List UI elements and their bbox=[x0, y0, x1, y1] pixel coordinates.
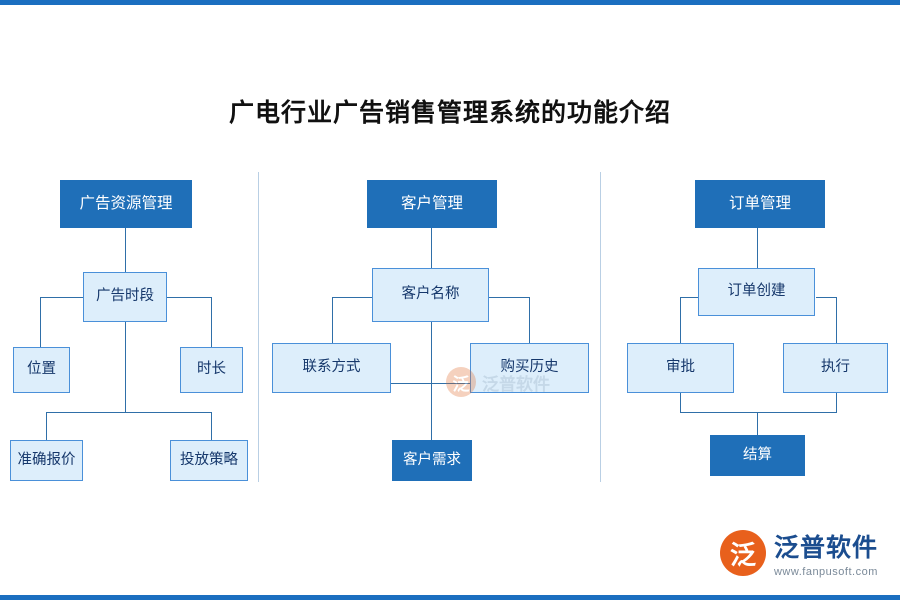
node-ad-accurate-quote[interactable]: 准确报价 bbox=[10, 440, 83, 481]
connector-c2-right-down bbox=[529, 297, 530, 343]
node-ad-duration[interactable]: 时长 bbox=[180, 347, 243, 393]
brand-logo-icon: 泛 bbox=[719, 530, 766, 576]
node-ad-timeslot[interactable]: 广告时段 bbox=[83, 272, 167, 322]
connector-c2-name-right bbox=[489, 297, 529, 298]
connector-c1-bottom-bar bbox=[46, 412, 211, 413]
bottom-border bbox=[0, 595, 900, 600]
node-order-settlement[interactable]: 结算 bbox=[710, 435, 805, 476]
connector-c1-right-down bbox=[211, 297, 212, 347]
node-customer-purchase-history[interactable]: 购买历史 bbox=[470, 343, 589, 393]
connector-c1-timeslot-left bbox=[40, 297, 83, 298]
node-ad-delivery-strategy[interactable]: 投放策略 bbox=[170, 440, 248, 481]
node-customer-name[interactable]: 客户名称 bbox=[372, 268, 489, 322]
connector-c2-mid-bar bbox=[391, 383, 473, 384]
page-title: 广电行业广告销售管理系统的功能介绍 bbox=[228, 99, 671, 127]
column-divider-2 bbox=[600, 172, 601, 482]
connector-c3-left-down bbox=[680, 297, 681, 343]
connector-c1-left-down bbox=[40, 297, 41, 347]
connector-c2-left-down bbox=[332, 297, 333, 343]
brand-logo-text-group: 泛普软件 www.fanpusoft.com bbox=[774, 528, 878, 578]
node-customer-contact[interactable]: 联系方式 bbox=[272, 343, 391, 393]
column-divider-1 bbox=[258, 172, 259, 482]
node-customer-demand[interactable]: 客户需求 bbox=[392, 440, 472, 481]
node-order-approval[interactable]: 审批 bbox=[627, 343, 734, 393]
node-order-execute[interactable]: 执行 bbox=[783, 343, 888, 393]
connector-c1-strategy-down bbox=[211, 412, 212, 440]
connector-c3-bottom-bar bbox=[680, 412, 837, 413]
connector-c3-settle-down bbox=[757, 412, 758, 435]
column-header-customer[interactable]: 客户管理 bbox=[367, 180, 497, 228]
center-watermark: 泛 泛普软件 bbox=[446, 362, 586, 402]
connector-c1-timeslot-right bbox=[167, 297, 212, 298]
node-order-create[interactable]: 订单创建 bbox=[698, 268, 815, 316]
connector-c2-name-left bbox=[332, 297, 372, 298]
connector-c3-left-bottom-down bbox=[680, 393, 681, 412]
connector-c2-header-to-name bbox=[431, 228, 432, 272]
brand-logo: 泛 泛普软件 www.fanpusoft.com bbox=[719, 528, 878, 578]
connector-c2-center-down bbox=[431, 322, 432, 440]
connector-c3-create-left bbox=[680, 297, 698, 298]
column-header-ad-resource[interactable]: 广告资源管理 bbox=[60, 180, 192, 228]
connector-c1-header-to-timeslot bbox=[125, 228, 126, 272]
connector-c3-right-bottom-down bbox=[836, 393, 837, 412]
brand-name: 泛普软件 bbox=[773, 534, 878, 562]
top-border bbox=[0, 0, 900, 5]
watermark-logo-icon: 泛 bbox=[446, 367, 476, 397]
connector-c1-quote-down bbox=[46, 412, 47, 440]
connector-c1-center-down bbox=[125, 322, 126, 412]
connector-c3-right-down bbox=[836, 297, 837, 343]
connector-c3-create-right bbox=[816, 297, 836, 298]
node-ad-position[interactable]: 位置 bbox=[13, 347, 70, 393]
brand-url: www.fanpusoft.com bbox=[773, 566, 878, 578]
connector-c3-header-to-create bbox=[757, 228, 758, 268]
column-header-order[interactable]: 订单管理 bbox=[695, 180, 825, 228]
watermark-text: 泛普软件 bbox=[482, 374, 550, 394]
